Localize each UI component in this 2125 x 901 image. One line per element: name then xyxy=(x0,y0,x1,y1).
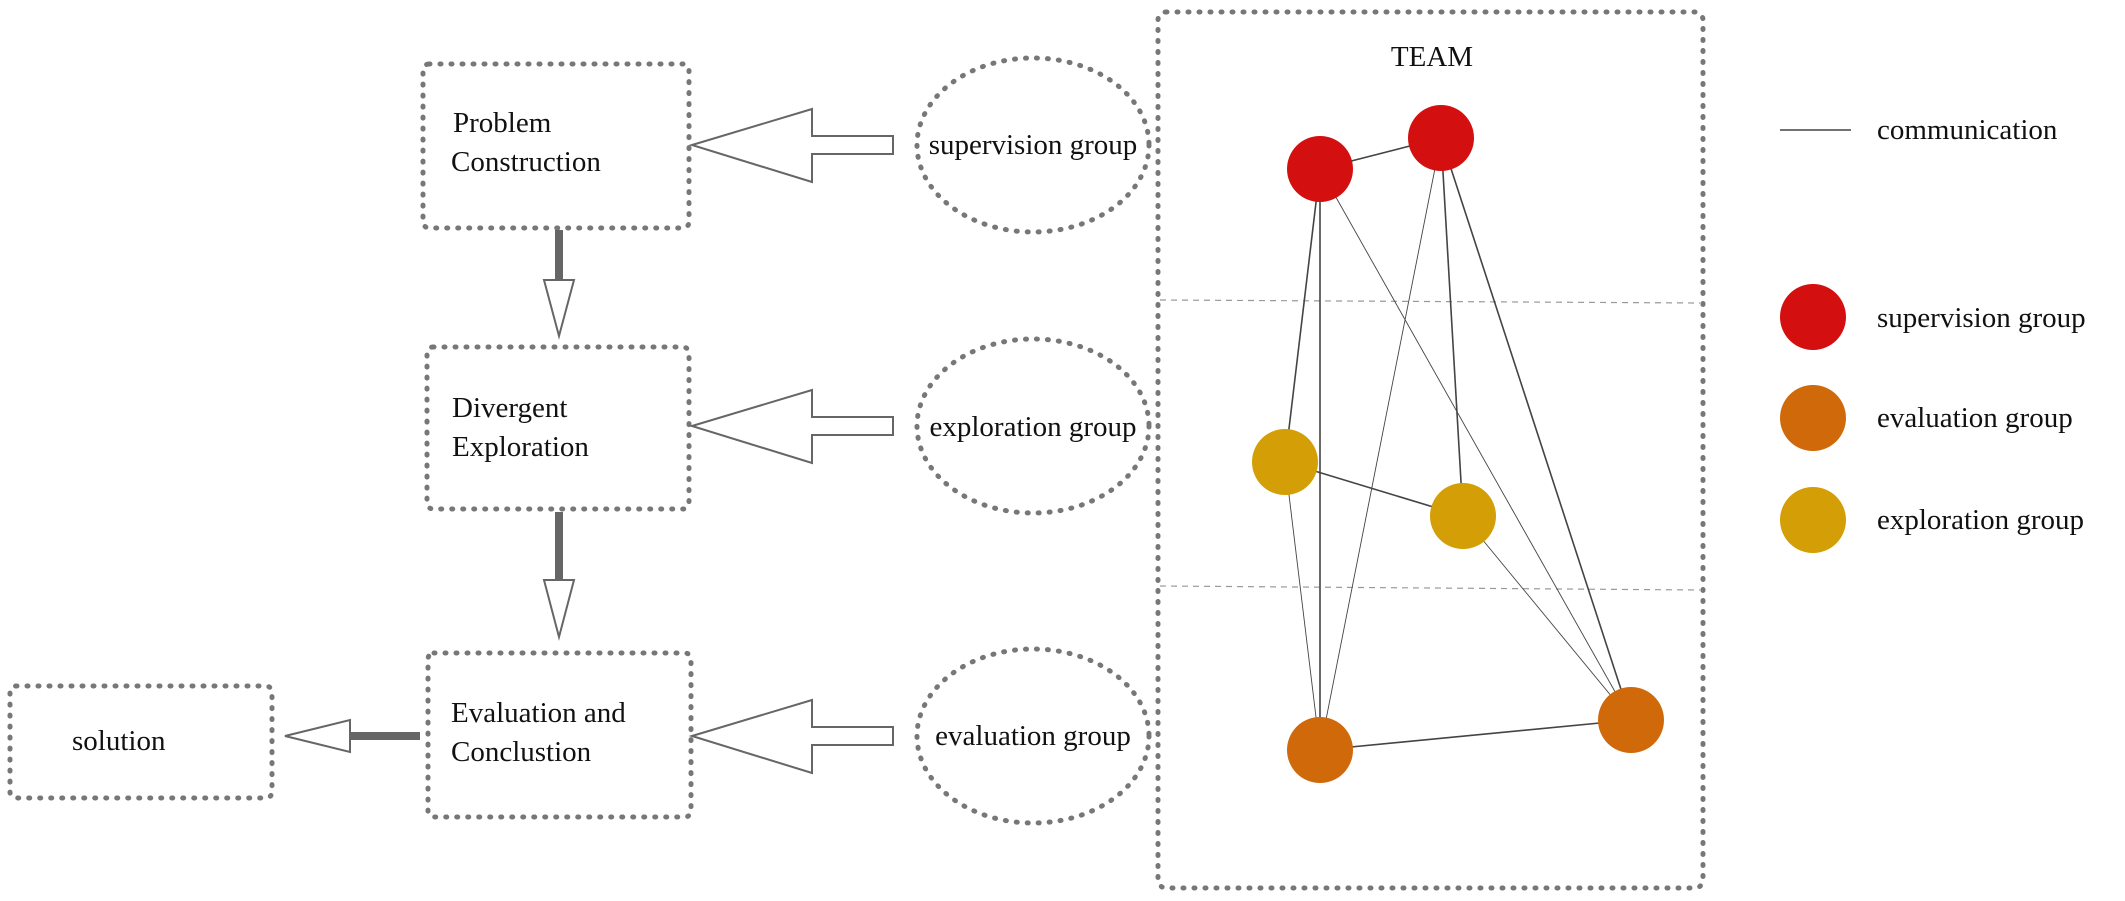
team-divider-lower xyxy=(1159,585,1701,591)
team-title: TEAM xyxy=(1391,41,1473,73)
exploration-group-label: exploration group xyxy=(930,411,1137,443)
problem-construction-label-line2: Construction xyxy=(451,146,601,178)
arrow-supervision-to-problem xyxy=(688,107,894,184)
solution-label: solution xyxy=(72,725,166,757)
exploration-node xyxy=(1430,483,1496,549)
link xyxy=(1284,461,1321,751)
link xyxy=(1319,168,1632,721)
evaluation-conclusion-label-line1: Evaluation and xyxy=(451,697,626,729)
evaluation-node xyxy=(1287,717,1353,783)
solution-box: solution xyxy=(7,683,275,801)
legend: communication supervision group evaluati… xyxy=(1780,114,2086,553)
communication-links xyxy=(1284,137,1632,751)
supervision-node xyxy=(1408,105,1474,171)
divergent-exploration-box: Divergent Exploration xyxy=(424,344,692,512)
arrow-evaluation-to-solution xyxy=(284,718,420,754)
supervision-group-label: supervision group xyxy=(929,129,1138,161)
evaluation-conclusion-label-line2: Conclustion xyxy=(451,736,592,768)
divergent-exploration-label-line1: Divergent xyxy=(452,392,567,424)
evaluation-group-ellipse: evaluation group xyxy=(914,646,1152,826)
exploration-group-ellipse: exploration group xyxy=(914,336,1152,516)
link xyxy=(1319,137,1442,751)
legend-exploration-swatch xyxy=(1780,487,1846,553)
evaluation-group-label: evaluation group xyxy=(935,720,1131,752)
problem-construction-label-line1: Problem xyxy=(453,107,552,139)
exploration-node xyxy=(1252,429,1318,495)
legend-evaluation-swatch xyxy=(1780,385,1846,451)
evaluation-conclusion-box: Evaluation and Conclustion xyxy=(425,650,694,820)
link xyxy=(1462,515,1632,721)
legend-communication-label: communication xyxy=(1877,114,2058,146)
arrow-evaluation-group-to-conclusion xyxy=(688,698,894,775)
arrow-divergent-to-evaluation xyxy=(542,512,576,641)
legend-evaluation-label: evaluation group xyxy=(1877,402,2073,434)
link xyxy=(1440,137,1464,517)
evaluation-node xyxy=(1598,687,1664,753)
supervision-group-ellipse: supervision group xyxy=(914,55,1152,235)
arrow-problem-to-divergent xyxy=(542,230,576,340)
link xyxy=(1284,168,1321,463)
divergent-exploration-label-line2: Exploration xyxy=(452,431,589,463)
legend-supervision-label: supervision group xyxy=(1877,302,2086,334)
team-nodes xyxy=(1252,105,1664,783)
arrow-exploration-to-divergent xyxy=(688,388,894,465)
link xyxy=(1319,719,1632,751)
problem-construction-box: Problem Construction xyxy=(420,61,692,231)
legend-exploration-label: exploration group xyxy=(1877,504,2084,536)
team-divider-upper xyxy=(1159,299,1701,304)
team-panel: TEAM xyxy=(1155,9,1706,891)
legend-supervision-swatch xyxy=(1780,284,1846,350)
link xyxy=(1440,137,1632,721)
supervision-node xyxy=(1287,136,1353,202)
